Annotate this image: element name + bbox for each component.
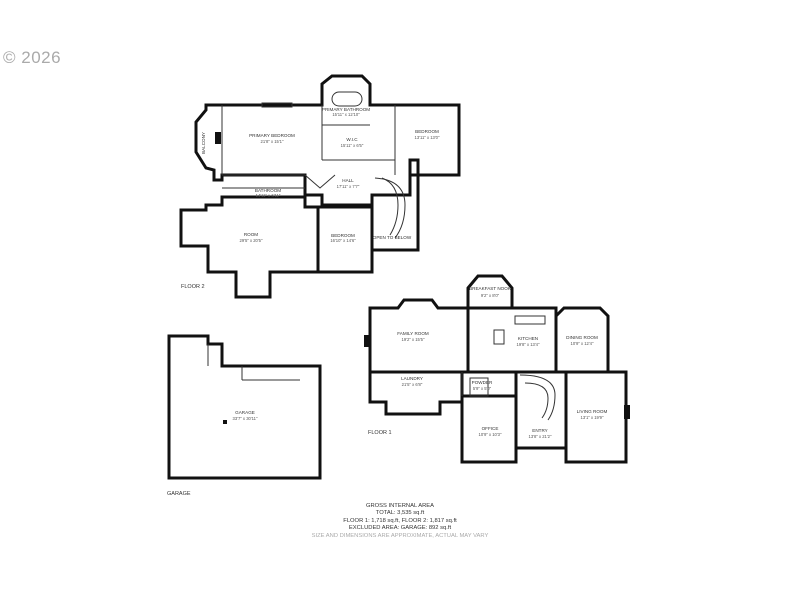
garage-walls xyxy=(167,334,322,480)
room-name: FAMILY ROOM xyxy=(397,331,429,336)
room-name: BALCONY xyxy=(201,132,206,154)
summary-total: TOTAL: 3,535 sq.ft xyxy=(375,510,425,517)
room-dims: 21'5" x 6'8" xyxy=(402,382,423,387)
room-dims: 17'11" x 7'7" xyxy=(337,184,360,189)
floor1-nook-walls xyxy=(466,274,514,310)
room-dims: 13'1" x 19'9" xyxy=(581,415,604,420)
room-dims: 19'8" x 13'4" xyxy=(517,342,540,347)
room-dims: 15'11" x 12'10" xyxy=(332,112,360,117)
room-name: BEDROOM xyxy=(331,233,355,238)
floor1-family-room-walls xyxy=(368,298,470,374)
garage-label: GARAGE xyxy=(167,491,191,497)
floor1-office-entry-walls xyxy=(460,394,518,464)
room-name: BATHROOM xyxy=(255,188,281,193)
floor1-dining-walls xyxy=(554,306,610,374)
floor2-upper-walls xyxy=(194,74,461,207)
floor1-kitchen-walls xyxy=(466,306,558,374)
floor2-room-walls xyxy=(179,195,320,299)
room-dims: 21'8" x 15'1" xyxy=(261,139,284,144)
room-name: GARAGE xyxy=(235,410,255,415)
summary-title: GROSS INTERNAL AREA xyxy=(365,503,435,509)
room-name: BREAKFAST NOOK xyxy=(469,286,512,291)
summary-excluded: EXCLUDED AREA: GARAGE: 892 sq.ft xyxy=(348,525,452,532)
room-dims: 13'11" x 13'0" xyxy=(415,135,440,140)
floor-1-plan xyxy=(364,274,630,464)
floor-2-labels: PRIMARY BEDROOM 21'8" x 15'1" BALCONY PR… xyxy=(181,107,440,290)
floor-1-labels: BREAKFAST NOOK 9'2" x 8'0" FAMILY ROOM 1… xyxy=(368,286,607,439)
room-name: ENTRY xyxy=(532,428,548,433)
room-dims: 16'10" x 14'6" xyxy=(330,238,356,243)
room-name: W.I.C xyxy=(346,137,358,142)
floor2-open-below-walls xyxy=(370,173,420,252)
room-dims: 33'7" x 30'11" xyxy=(233,416,258,421)
room-name: ROOM xyxy=(244,232,258,237)
room-dims: 15'11" x 6'5" xyxy=(341,143,364,148)
floor-1-label: FLOOR 1 xyxy=(368,430,392,436)
summary-note: SIZE AND DIMENSIONS ARE APPROXIMATE, ACT… xyxy=(311,532,489,539)
room-name: DINING ROOM xyxy=(566,335,598,340)
room-name: PRIMARY BATHROOM xyxy=(322,107,370,112)
summary-floors: FLOOR 1: 1,718 sq.ft, FLOOR 2: 1,817 sq.… xyxy=(343,517,457,524)
room-name: LAUNDRY xyxy=(401,376,423,381)
room-name: OFFICE xyxy=(482,426,499,431)
floor-2-plan xyxy=(179,74,461,299)
floor2-bedroom2-walls xyxy=(316,205,374,274)
garage-plan: GARAGE 33'7" x 30'11" GARAGE xyxy=(167,334,322,497)
room-dims: 10'9" x 12'4" xyxy=(571,341,594,346)
room-dims: 13'8" x 21'2" xyxy=(529,434,552,439)
room-dims: 14'11" x 6'11" xyxy=(256,193,281,198)
room-dims: 19'2" x 15'5" xyxy=(402,337,425,342)
room-dims: 9'2" x 8'0" xyxy=(481,293,500,298)
room-name: HALL xyxy=(342,178,354,183)
room-name: BEDROOM xyxy=(415,129,439,134)
room-name: OPEN TO BELOW xyxy=(373,235,412,240)
room-dims: 5'9" x 5'0" xyxy=(473,386,492,391)
floor1-living-walls xyxy=(564,370,628,464)
copyright-watermark: © 2026 xyxy=(3,48,62,67)
room-dims: 29'5" x 20'5" xyxy=(240,238,263,243)
area-summary: GROSS INTERNAL AREA TOTAL: 3,535 sq.ft F… xyxy=(250,503,550,540)
floor-2-label: FLOOR 2 xyxy=(181,284,205,290)
room-name: LIVING ROOM xyxy=(577,409,608,414)
room-name: POWDER xyxy=(472,380,493,385)
room-dims: 10'9" x 10'3" xyxy=(479,432,502,437)
room-name: KITCHEN xyxy=(518,336,538,341)
room-name: PRIMARY BEDROOM xyxy=(249,133,295,138)
